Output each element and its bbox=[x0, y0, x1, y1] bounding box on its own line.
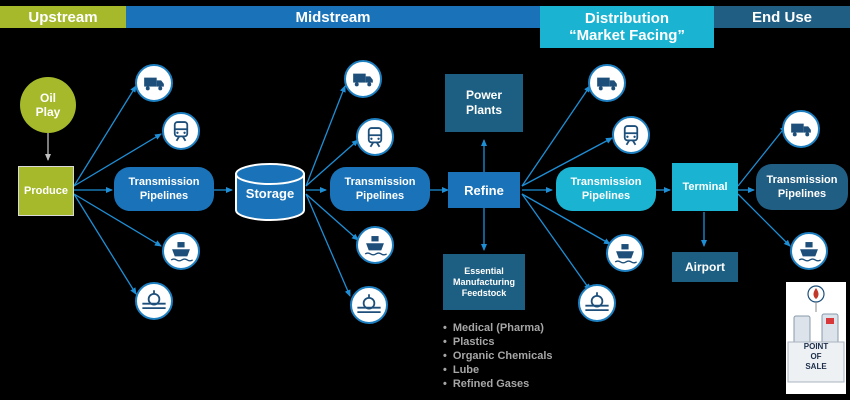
truck-icon bbox=[588, 64, 626, 102]
refine-node: Refine bbox=[448, 172, 520, 208]
terminal-node: Terminal bbox=[672, 163, 738, 211]
feedstock-item-label: Lube bbox=[452, 364, 480, 376]
ship-icon bbox=[606, 234, 644, 272]
train-icon bbox=[162, 112, 200, 150]
essential-line1: Essential bbox=[464, 265, 504, 276]
transmission-pipelines-4: Transmission Pipelines bbox=[756, 164, 848, 210]
storage-node: Storage bbox=[234, 162, 306, 222]
fuel-pump-icon bbox=[787, 285, 845, 383]
header-midstream: Midstream bbox=[126, 6, 540, 28]
truck-icon bbox=[135, 64, 173, 102]
point-of-sale-line1: POINT bbox=[803, 342, 829, 351]
feedstock-item: •Organic Chemicals bbox=[443, 350, 553, 362]
feedstock-item-label: Organic Chemicals bbox=[452, 350, 553, 362]
feedstock-item-label: Refined Gases bbox=[452, 378, 530, 390]
feedstock-item: •Refined Gases bbox=[443, 378, 530, 390]
produce-label: Produce bbox=[23, 185, 68, 197]
feedstock-item: •Lube bbox=[443, 364, 480, 376]
essential-line3: Feedstock bbox=[461, 287, 507, 298]
feedstock-item: •Medical (Pharma) bbox=[443, 322, 544, 334]
train-icon bbox=[612, 116, 650, 154]
ship-icon bbox=[356, 226, 394, 264]
pipeline-valve-icon bbox=[350, 286, 388, 324]
header-end-use-label: End Use bbox=[751, 8, 812, 26]
oil-play-line1: Oil bbox=[39, 91, 56, 105]
point-of-sale-panel: POINT OF SALE bbox=[786, 282, 846, 394]
oil-play-node: Oil Play bbox=[20, 77, 76, 133]
power-plants-node: Power Plants bbox=[445, 74, 523, 132]
pipeline-valve-icon bbox=[135, 282, 173, 320]
transmission-pipelines-1: Transmission Pipelines bbox=[114, 167, 214, 211]
airport-label: Airport bbox=[685, 260, 725, 274]
pipeline-valve-icon bbox=[578, 284, 616, 322]
transmission-pipelines-2: Transmission Pipelines bbox=[330, 167, 430, 211]
power-plants-line1: Power bbox=[465, 88, 502, 102]
feedstock-item-label: Medical (Pharma) bbox=[452, 322, 544, 334]
header-end-use: End Use bbox=[714, 6, 850, 28]
point-of-sale-line3: SALE bbox=[805, 362, 827, 371]
header-distribution: Distribution “Market Facing” bbox=[540, 6, 714, 48]
point-of-sale-line2: OF bbox=[810, 352, 822, 361]
essential-feedstock-node: Essential Manufacturing Feedstock bbox=[443, 254, 525, 310]
transmission-pipelines-3: Transmission Pipelines bbox=[556, 167, 656, 211]
ship-icon bbox=[162, 232, 200, 270]
storage-cylinder bbox=[235, 163, 305, 221]
header-upstream: Upstream bbox=[0, 6, 126, 28]
point-of-sale-label: POINT OF SALE bbox=[786, 342, 846, 372]
truck-icon bbox=[344, 60, 382, 98]
storage-label: Storage bbox=[245, 186, 295, 201]
essential-line2: Manufacturing bbox=[453, 276, 515, 287]
oil-play-line2: Play bbox=[35, 105, 61, 119]
header-midstream-label: Midstream bbox=[295, 8, 371, 26]
feedstock-item-label: Plastics bbox=[452, 336, 495, 348]
refine-label: Refine bbox=[464, 182, 504, 198]
ship-icon bbox=[790, 232, 828, 270]
feedstock-item: •Plastics bbox=[443, 336, 495, 348]
header-distribution-line1: Distribution bbox=[584, 10, 670, 27]
power-plants-line2: Plants bbox=[465, 103, 502, 117]
airport-node: Airport bbox=[672, 252, 738, 282]
produce-node: Produce bbox=[18, 166, 74, 216]
terminal-label: Terminal bbox=[682, 181, 728, 193]
header-upstream-label: Upstream bbox=[28, 8, 98, 26]
truck-icon bbox=[782, 110, 820, 148]
header-distribution-line2: “Market Facing” bbox=[569, 27, 685, 44]
train-icon bbox=[356, 118, 394, 156]
